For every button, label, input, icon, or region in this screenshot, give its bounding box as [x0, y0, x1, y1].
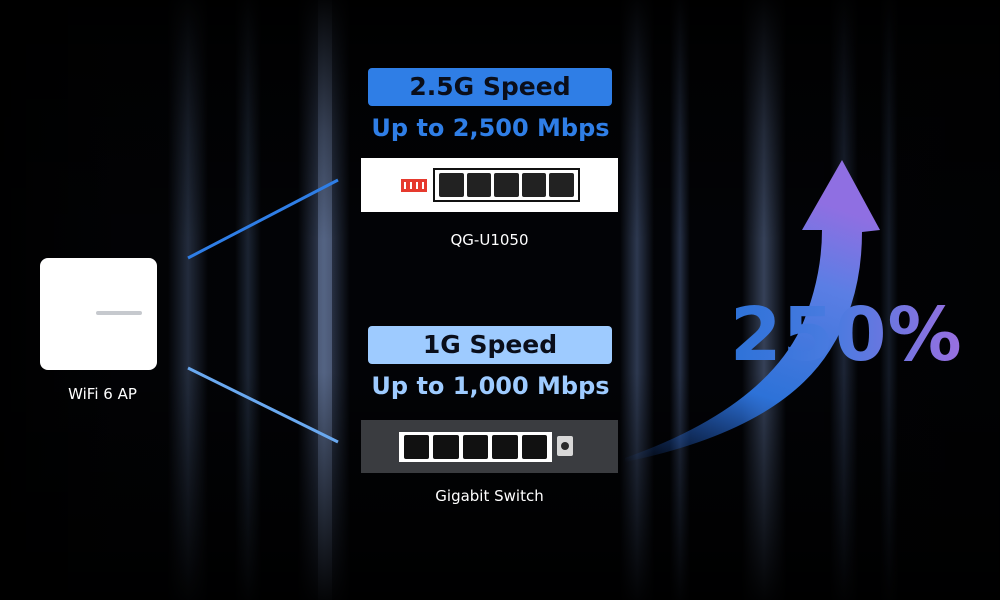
ethernet-port-icon — [404, 435, 430, 459]
top-speed-badge: 2.5G Speed — [368, 68, 612, 106]
ethernet-ports — [399, 432, 552, 462]
bottom-speed-badge: 1G Speed — [368, 326, 612, 364]
ethernet-port-icon — [466, 173, 492, 197]
bottom-speed-subtitle: Up to 1,000 Mbps — [371, 372, 610, 400]
improvement-percentage: 250% — [730, 292, 963, 378]
ethernet-port-icon — [549, 173, 574, 197]
access-point-label: WiFi 6 AP — [68, 385, 137, 403]
status-led — [96, 311, 142, 315]
ethernet-port-icon — [492, 435, 518, 459]
ethernet-ports — [433, 168, 580, 202]
gigabit-switch-image — [361, 420, 618, 473]
ethernet-port-icon — [494, 173, 519, 197]
dip-switch-icon — [401, 179, 427, 192]
top-speed-subtitle: Up to 2,500 Mbps — [371, 114, 610, 142]
ethernet-port-icon — [439, 173, 464, 197]
power-jack-icon — [557, 436, 573, 456]
ethernet-port-icon — [433, 435, 459, 459]
bottom-device-name: Gigabit Switch — [435, 487, 544, 505]
top-device-name: QG-U1050 — [450, 231, 529, 249]
qg-u1050-switch-image — [361, 158, 618, 212]
ethernet-port-icon — [521, 435, 548, 459]
ethernet-port-icon — [521, 173, 547, 197]
access-point-icon — [40, 258, 157, 370]
ethernet-port-icon — [462, 435, 489, 459]
